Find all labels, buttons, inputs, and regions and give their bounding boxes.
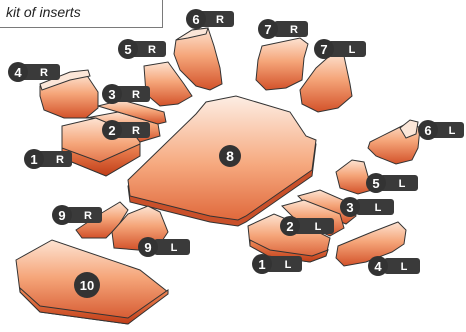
label-l4: 4 L	[368, 256, 420, 276]
label-r5: 5 R	[118, 39, 166, 59]
label-r4: 4 R	[8, 62, 60, 82]
svg-text:9: 9	[58, 208, 65, 223]
svg-text:6: 6	[192, 12, 199, 27]
svg-text:L: L	[449, 125, 456, 137]
label-r7: 7 R	[258, 19, 308, 39]
insert-5-l	[336, 160, 372, 194]
label-l7: 7 L	[314, 39, 366, 59]
svg-text:7: 7	[264, 22, 271, 37]
svg-text:L: L	[285, 259, 292, 271]
svg-text:R: R	[84, 210, 92, 222]
label-l1: 1 L	[252, 254, 302, 274]
svg-text:1: 1	[258, 257, 265, 272]
svg-text:1: 1	[30, 152, 37, 167]
svg-text:R: R	[216, 14, 224, 26]
svg-text:R: R	[148, 44, 156, 56]
label-l9: 9 L	[138, 237, 190, 257]
svg-text:8: 8	[226, 148, 234, 164]
label-l3: 3 L	[340, 197, 394, 217]
svg-text:L: L	[399, 178, 406, 190]
svg-text:R: R	[132, 89, 140, 101]
insert-7-r	[256, 38, 308, 90]
label-r6: 6 R	[186, 9, 234, 29]
svg-text:3: 3	[108, 87, 115, 102]
svg-text:7: 7	[320, 42, 327, 57]
svg-text:R: R	[56, 154, 64, 166]
svg-text:R: R	[132, 125, 140, 137]
label-r9: 9 R	[52, 205, 102, 225]
svg-text:4: 4	[14, 65, 22, 80]
svg-text:L: L	[315, 221, 322, 233]
svg-text:10: 10	[80, 278, 94, 293]
label-l2: 2 L	[280, 216, 334, 236]
insert-6-l	[368, 120, 420, 164]
svg-text:6: 6	[424, 123, 431, 138]
svg-text:5: 5	[372, 176, 379, 191]
label-10: 10	[74, 272, 100, 298]
svg-text:R: R	[290, 24, 298, 36]
label-8: 8	[219, 145, 241, 167]
svg-text:L: L	[375, 202, 382, 214]
svg-text:2: 2	[286, 219, 293, 234]
svg-text:3: 3	[346, 200, 353, 215]
svg-text:4: 4	[374, 259, 382, 274]
label-l6: 6 L	[418, 120, 464, 140]
label-r1: 1 R	[24, 149, 72, 169]
svg-text:2: 2	[108, 123, 115, 138]
svg-text:L: L	[171, 242, 178, 254]
svg-text:L: L	[401, 261, 408, 273]
label-r3: 3 R	[102, 84, 150, 104]
svg-text:L: L	[349, 44, 356, 56]
insert-7-l	[300, 52, 352, 112]
svg-text:5: 5	[124, 42, 131, 57]
label-r2: 2 R	[102, 120, 150, 140]
svg-text:R: R	[40, 67, 48, 79]
svg-text:9: 9	[144, 240, 151, 255]
label-l5: 5 L	[366, 173, 418, 193]
